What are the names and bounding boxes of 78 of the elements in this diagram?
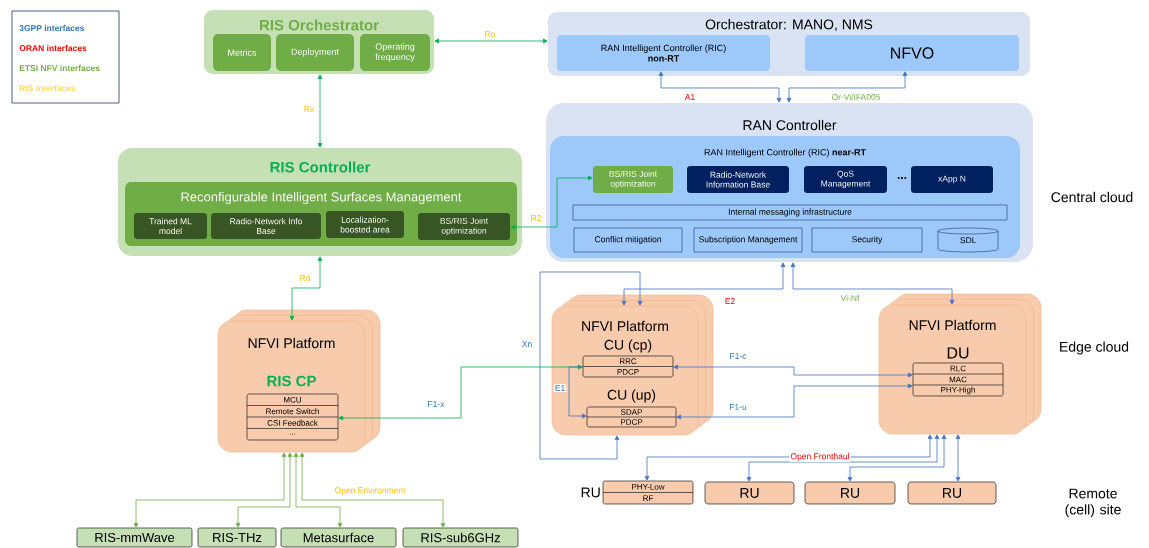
module-box: Metrics xyxy=(213,34,271,71)
module-box: NFVO xyxy=(805,35,1019,71)
protocol-stack: PHY-Low RF xyxy=(602,480,694,505)
legend-entry: ORAN interfaces xyxy=(19,44,87,52)
edge-label: E1 xyxy=(553,384,567,392)
arrow xyxy=(955,434,961,482)
region-label: Remote (cell) site xyxy=(1065,488,1121,518)
arrow xyxy=(621,262,786,306)
arrow xyxy=(673,364,913,378)
node-label: DU xyxy=(947,347,969,359)
edge-label: A1 xyxy=(683,93,697,101)
module-box: RU xyxy=(907,481,997,505)
arrow xyxy=(434,38,548,44)
arrow xyxy=(786,71,908,103)
edge-label: Vi-Nf xyxy=(839,293,861,303)
module-box: Conflict mitigation xyxy=(573,227,683,253)
module-box: RAN Intelligent Controller (RIC) non-RT xyxy=(557,35,770,71)
edge-label: Xn xyxy=(520,340,534,348)
module-box: xApp N xyxy=(911,166,993,193)
module-box: Metasurface xyxy=(280,527,397,548)
edge-label: F1-x xyxy=(426,400,446,408)
edge-label: F1-u xyxy=(728,403,748,411)
module-box: Deployment xyxy=(276,34,354,71)
module-box: RU xyxy=(804,481,896,505)
database-cylinder: SDL xyxy=(937,227,999,253)
protocol-stack: CU (up) SDAP PDCP xyxy=(586,389,677,428)
arrow xyxy=(293,452,343,528)
arrow xyxy=(338,364,583,421)
legend-entry: 3GPP interfaces xyxy=(19,24,85,32)
edge-label: Open Environment xyxy=(333,486,407,496)
arrow xyxy=(317,74,323,148)
module-box: RIS-THz xyxy=(197,527,277,548)
node-label: CU (up) xyxy=(607,389,656,403)
node-caption: RU xyxy=(581,487,600,498)
protocol-stack: DU RLC MAC PHY-High xyxy=(912,347,1004,397)
arrow xyxy=(289,256,323,321)
edge-label: Ro xyxy=(483,30,497,38)
node-label: CU (cp) xyxy=(604,339,652,353)
arrow xyxy=(847,434,947,482)
module-box: Subscription Management xyxy=(693,227,803,253)
module-box: Radio-Network Info Base xyxy=(211,213,321,239)
arrow xyxy=(658,71,782,103)
module-box: RIS-sub6GHz xyxy=(402,527,519,548)
module-box: Operating frequency xyxy=(360,34,430,71)
module-box: Localization-boosted area xyxy=(326,211,404,238)
edge-label: E2 xyxy=(723,297,737,305)
region-label: Edge cloud xyxy=(1060,341,1129,355)
arrow xyxy=(746,434,940,482)
edge-label: Open Fronthaul xyxy=(789,452,851,462)
arrow xyxy=(299,452,446,528)
arrow xyxy=(539,271,643,460)
module-box: Trained ML model xyxy=(134,213,207,239)
module-box: RIS-mmWave xyxy=(76,527,193,548)
arrow xyxy=(790,262,955,305)
edge-label: Ra xyxy=(298,274,312,282)
arrow xyxy=(568,366,587,419)
arrow xyxy=(235,452,293,528)
edge-label: F1-c xyxy=(728,352,748,360)
edge-label: Or-Vi/IFA005 xyxy=(830,92,882,102)
module-box: Internal messaging infrastructure xyxy=(572,204,1008,221)
module-box: Radio-Network Information Base xyxy=(687,166,789,193)
region-label: Central cloud xyxy=(1051,191,1133,203)
arrow xyxy=(676,383,913,420)
node-label: SDL xyxy=(960,237,977,244)
protocol-stack: CU (cp) RRC PDCP xyxy=(582,339,674,378)
module-box: QoS Management xyxy=(804,166,887,193)
protocol-stack: MCU Remote Switch CSI Feedback ... xyxy=(246,393,339,441)
legend-entry: ETSI NFV interfaces xyxy=(19,64,100,72)
module-box: BS/RIS Joint optimization xyxy=(593,166,673,193)
module-box: RU xyxy=(704,481,795,505)
ellipsis: ... xyxy=(897,177,907,179)
edge-label: Rx xyxy=(302,105,316,113)
module-box: BS/RIS Joint optimization xyxy=(418,213,510,240)
module-box: Security xyxy=(811,227,923,253)
arrow xyxy=(510,175,593,230)
arrow xyxy=(133,452,287,528)
legend-entry: RIS interfaces xyxy=(19,84,76,92)
edge-label: R2 xyxy=(529,214,543,222)
